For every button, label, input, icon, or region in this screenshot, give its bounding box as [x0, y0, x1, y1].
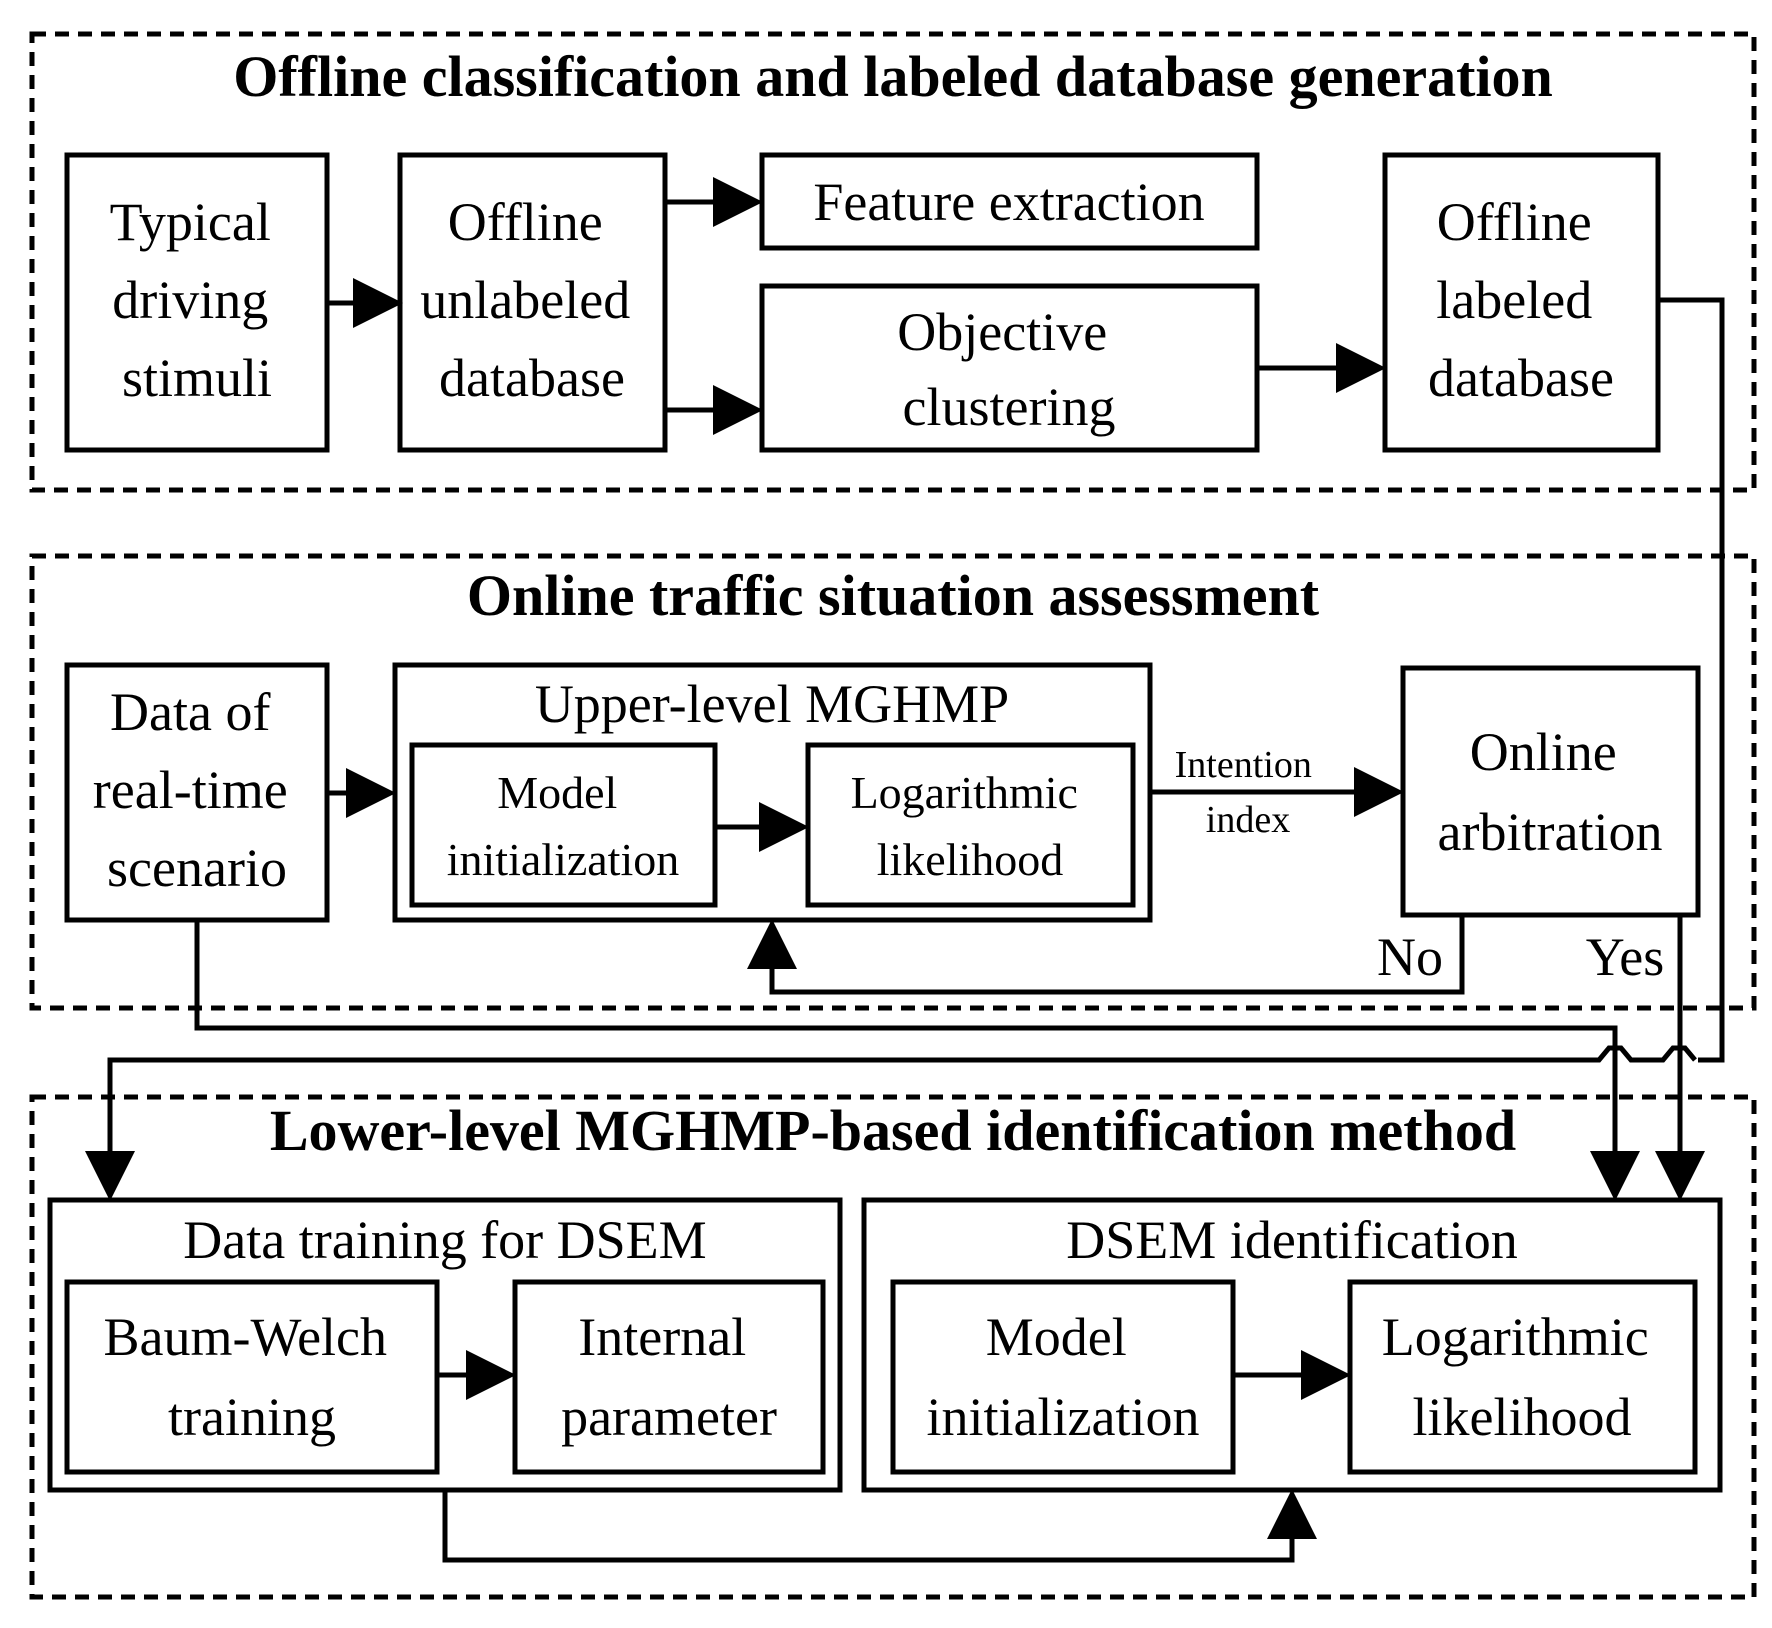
baum-welch-label: Baum-Welch training [103, 1307, 400, 1447]
objective-clustering-box [759, 283, 1260, 453]
online-section-frame [29, 553, 1757, 1011]
upper-mghmp-title: Upper-level MGHMP [535, 674, 1009, 734]
objective-clustering-label: Objective clustering [897, 302, 1120, 437]
online-section-title: Online traffic situation assessment [467, 563, 1320, 628]
baum-welch-box [64, 1279, 440, 1475]
intention-index-label: Intention index [1175, 744, 1322, 841]
yes-label: Yes [1586, 927, 1665, 987]
lower-section-title: Lower-level MGHMP-based identification m… [270, 1098, 1516, 1163]
lower-log-likelihood-box [1347, 1279, 1698, 1475]
data-training-title: Data training for DSEM [183, 1210, 706, 1270]
lower-log-likelihood-label: Logarithmic likelihood [1382, 1307, 1662, 1447]
lower-section-frame [29, 1094, 1757, 1600]
typical-stimuli-label: Typical driving stimuli [110, 192, 285, 408]
upper-model-init-label: Model initialization [447, 767, 680, 885]
feature-extraction-box [759, 152, 1260, 251]
internal-param-label: Internal parameter [561, 1307, 777, 1447]
realtime-data-label: Data of real-time scenario [93, 682, 301, 898]
arrow-no-feedback [747, 915, 1465, 995]
typical-stimuli-box [64, 152, 330, 453]
upper-model-init-box [409, 742, 718, 908]
offline-section-frame [29, 31, 1757, 493]
labeled-db-box [1382, 152, 1661, 453]
lower-model-init-box [890, 1279, 1236, 1475]
connector-realtime-to-identification [194, 920, 1640, 1201]
online-arbitration-label: Online arbitration [1438, 722, 1663, 862]
no-label: No [1377, 927, 1443, 987]
offline-section-title: Offline classification and labeled datab… [233, 44, 1553, 109]
dsem-identification-title: DSEM identification [1066, 1210, 1517, 1270]
upper-log-likelihood-label: Logarithmic likelihood [851, 767, 1090, 885]
upper-log-likelihood-box [805, 742, 1136, 908]
connector-labeled-db-down [1658, 297, 1725, 1063]
unlabeled-db-label: Offline unlabeled database [420, 192, 643, 408]
lower-model-init-label: Model initialization [927, 1307, 1200, 1447]
arrow-training-to-identification [442, 1489, 1317, 1563]
labeled-db-label: Offline labeled database [1428, 192, 1614, 408]
feature-extraction-label: Feature extraction [813, 172, 1204, 232]
online-arbitration-box [1400, 665, 1701, 918]
